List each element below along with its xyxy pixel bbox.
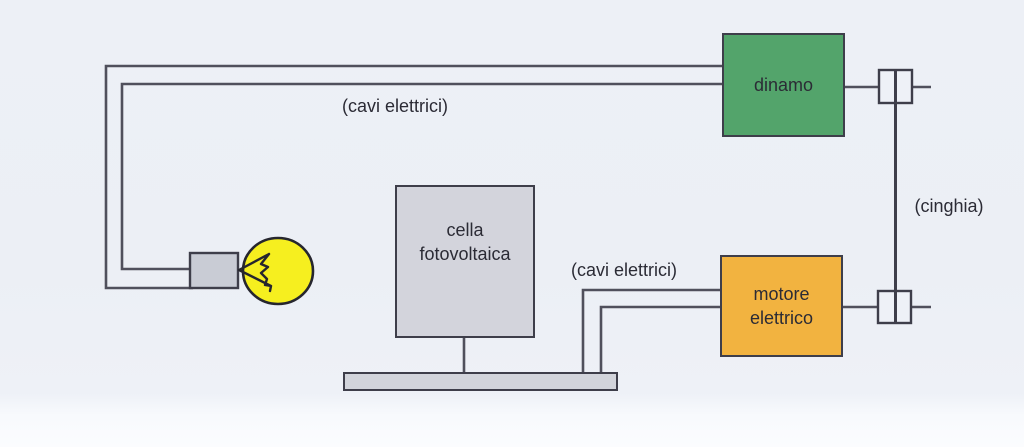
cell-label-line1: cella xyxy=(446,220,484,240)
label-belt: (cinghia) xyxy=(914,196,984,216)
label-electric-cables-bottom: (cavi elettrici) xyxy=(570,260,677,280)
dinamo-box: dinamo xyxy=(722,33,845,137)
wire-inner-lamp-circuit xyxy=(120,82,722,271)
cell-base-platform xyxy=(343,372,618,391)
lamp-socket xyxy=(188,251,240,290)
motor-label-line2: elettrico xyxy=(749,308,814,328)
electric-motor-box: motore elettrico xyxy=(720,255,843,357)
dinamo-label: dinamo xyxy=(753,75,814,95)
wire-cell-to-motor-lower xyxy=(599,305,720,372)
wire-cell-to-motor-upper xyxy=(581,288,720,372)
label-electric-cables-top: (cavi elettrici) xyxy=(341,96,448,116)
bulb-filament xyxy=(237,252,273,293)
bulb-glass xyxy=(241,236,315,306)
wire-outer-lamp-circuit xyxy=(104,64,722,290)
motor-label-line1: motore xyxy=(753,284,810,304)
cell-label-line2: fotovoltaica xyxy=(419,244,511,264)
photovoltaic-cell-box: cella fotovoltaica xyxy=(395,185,535,338)
